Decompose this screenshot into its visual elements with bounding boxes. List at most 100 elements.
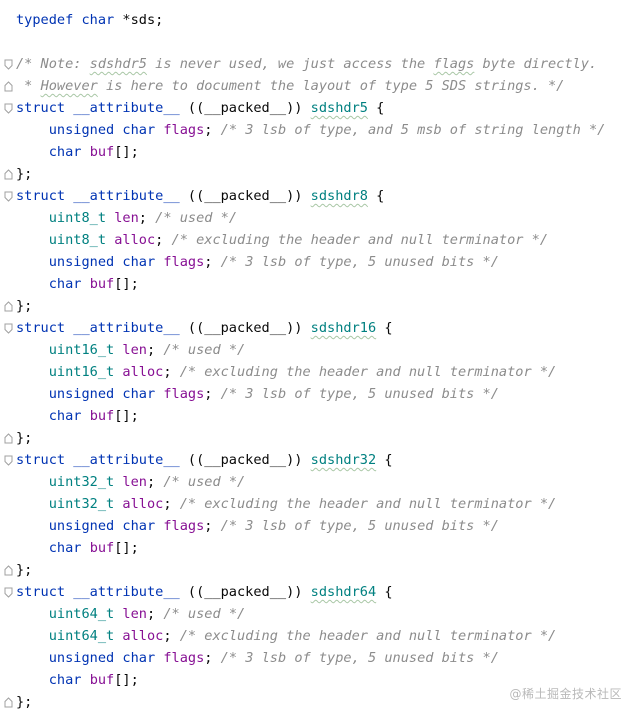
code-line[interactable]: uint32_t alloc; /* excluding the header …	[0, 493, 638, 515]
code-text: };	[16, 295, 32, 317]
gutter	[2, 625, 14, 647]
code-token	[16, 144, 49, 160]
code-text: unsigned char flags; /* 3 lsb of type, 5…	[16, 515, 499, 537]
code-token	[16, 606, 49, 622]
fold-end-icon[interactable]	[4, 696, 13, 708]
code-token: char	[48, 144, 82, 160]
code-token	[16, 122, 49, 138]
gutter	[2, 471, 14, 493]
code-line[interactable]: };	[0, 691, 638, 713]
code-line[interactable]: };	[0, 295, 638, 317]
code-token	[82, 276, 90, 292]
fold-start-icon[interactable]	[4, 103, 13, 114]
fold-end-icon[interactable]	[4, 80, 13, 92]
code-line[interactable]: uint64_t len; /* used */	[0, 603, 638, 625]
code-token: /* used */	[163, 342, 246, 358]
code-token: unsigned	[48, 650, 115, 666]
gutter	[2, 9, 14, 31]
code-token: [];	[114, 408, 139, 424]
code-token: [];	[114, 276, 139, 292]
code-line[interactable]: struct __attribute__ ((__packed__)) sdsh…	[0, 185, 638, 207]
code-line[interactable]: char buf[];	[0, 537, 638, 559]
code-line[interactable]: struct __attribute__ ((__packed__)) sdsh…	[0, 317, 638, 339]
code-token: unsigned	[48, 254, 115, 270]
gutter	[2, 207, 14, 229]
code-line[interactable]: };	[0, 163, 638, 185]
code-line[interactable]: struct __attribute__ ((__packed__)) sdsh…	[0, 97, 638, 119]
code-token: flags	[163, 650, 205, 666]
code-token: /* 3 lsb of type, 5 unused bits */	[220, 386, 499, 402]
gutter	[2, 691, 14, 713]
code-token: /* 3 lsb of type, 5 unused bits */	[220, 518, 499, 534]
code-line[interactable]: unsigned char flags; /* 3 lsb of type, 5…	[0, 647, 638, 669]
fold-start-icon[interactable]	[4, 191, 13, 202]
code-line[interactable]: uint16_t alloc; /* excluding the header …	[0, 361, 638, 383]
code-token: {	[376, 584, 393, 600]
code-token: };	[16, 694, 33, 710]
code-token	[16, 232, 49, 248]
code-text: struct __attribute__ ((__packed__)) sdsh…	[16, 185, 384, 207]
code-line[interactable]: char buf[];	[0, 669, 638, 691]
code-line[interactable]: /* Note: sdshdr5 is never used, we just …	[0, 53, 638, 75]
code-token: ;	[146, 474, 164, 490]
fold-end-icon[interactable]	[4, 432, 13, 444]
gutter	[2, 493, 14, 515]
code-line[interactable]: };	[0, 427, 638, 449]
code-token: char	[122, 386, 156, 402]
code-text: char buf[];	[16, 273, 139, 295]
gutter	[2, 559, 14, 581]
code-token: /* 3 lsb of type, and 5 msb of string le…	[220, 122, 606, 138]
code-line[interactable]: * However is here to document the layout…	[0, 75, 638, 97]
code-token	[16, 210, 49, 226]
code-line[interactable]: unsigned char flags; /* 3 lsb of type, 5…	[0, 515, 638, 537]
code-token: __attribute__	[73, 320, 180, 336]
code-line[interactable]: uint32_t len; /* used */	[0, 471, 638, 493]
fold-start-icon[interactable]	[4, 59, 13, 70]
code-line[interactable]: struct __attribute__ ((__packed__)) sdsh…	[0, 581, 638, 603]
code-token: ;	[146, 606, 164, 622]
code-token	[106, 232, 114, 248]
fold-start-icon[interactable]	[4, 323, 13, 334]
fold-end-icon[interactable]	[4, 168, 13, 180]
code-token: /* excluding the header and null termina…	[179, 364, 557, 380]
fold-start-icon[interactable]	[4, 587, 13, 598]
code-token: {	[376, 452, 393, 468]
code-token: /* 3 lsb of type, 5 unused bits */	[220, 650, 499, 666]
code-line[interactable]: char buf[];	[0, 273, 638, 295]
code-line[interactable]: unsigned char flags; /* 3 lsb of type, 5…	[0, 383, 638, 405]
code-line[interactable]: typedef char *sds;	[0, 9, 638, 31]
code-text: * However is here to document the layout…	[16, 75, 564, 97]
code-line[interactable]: char buf[];	[0, 141, 638, 163]
code-token: flags	[433, 56, 475, 72]
code-token: ;	[204, 254, 221, 270]
code-line[interactable]: uint64_t alloc; /* excluding the header …	[0, 625, 638, 647]
code-line[interactable]: unsigned char flags; /* 3 lsb of type, a…	[0, 119, 638, 141]
code-line[interactable]: unsigned char flags; /* 3 lsb of type, 5…	[0, 251, 638, 273]
code-token: char	[48, 540, 82, 556]
fold-end-icon[interactable]	[4, 300, 13, 312]
code-text: unsigned char flags; /* 3 lsb of type, 5…	[16, 383, 499, 405]
code-line[interactable]: uint16_t len; /* used */	[0, 339, 638, 361]
code-line[interactable]: };	[0, 559, 638, 581]
code-text: struct __attribute__ ((__packed__)) sdsh…	[16, 449, 393, 471]
code-line[interactable]: struct __attribute__ ((__packed__)) sdsh…	[0, 449, 638, 471]
code-token: struct	[16, 188, 66, 204]
code-token	[16, 650, 49, 666]
code-line[interactable]	[0, 31, 638, 53]
code-line[interactable]: uint8_t alloc; /* excluding the header a…	[0, 229, 638, 251]
code-token: uint32_t	[48, 474, 115, 490]
fold-start-icon[interactable]	[4, 455, 13, 466]
fold-end-icon[interactable]	[4, 564, 13, 576]
code-token	[16, 342, 49, 358]
code-token: ;	[163, 628, 180, 644]
code-token: ;	[163, 364, 180, 380]
code-token	[16, 628, 49, 644]
watermark: @稀土掘金技术社区	[509, 687, 622, 701]
code-editor[interactable]: typedef char *sds; /* Note: sdshdr5 is ne…	[0, 9, 638, 713]
code-line[interactable]: uint8_t len; /* used */	[0, 207, 638, 229]
gutter	[2, 53, 14, 75]
gutter	[2, 339, 14, 361]
code-token: };	[16, 166, 33, 182]
code-line[interactable]: char buf[];	[0, 405, 638, 427]
code-token: [];	[114, 540, 139, 556]
